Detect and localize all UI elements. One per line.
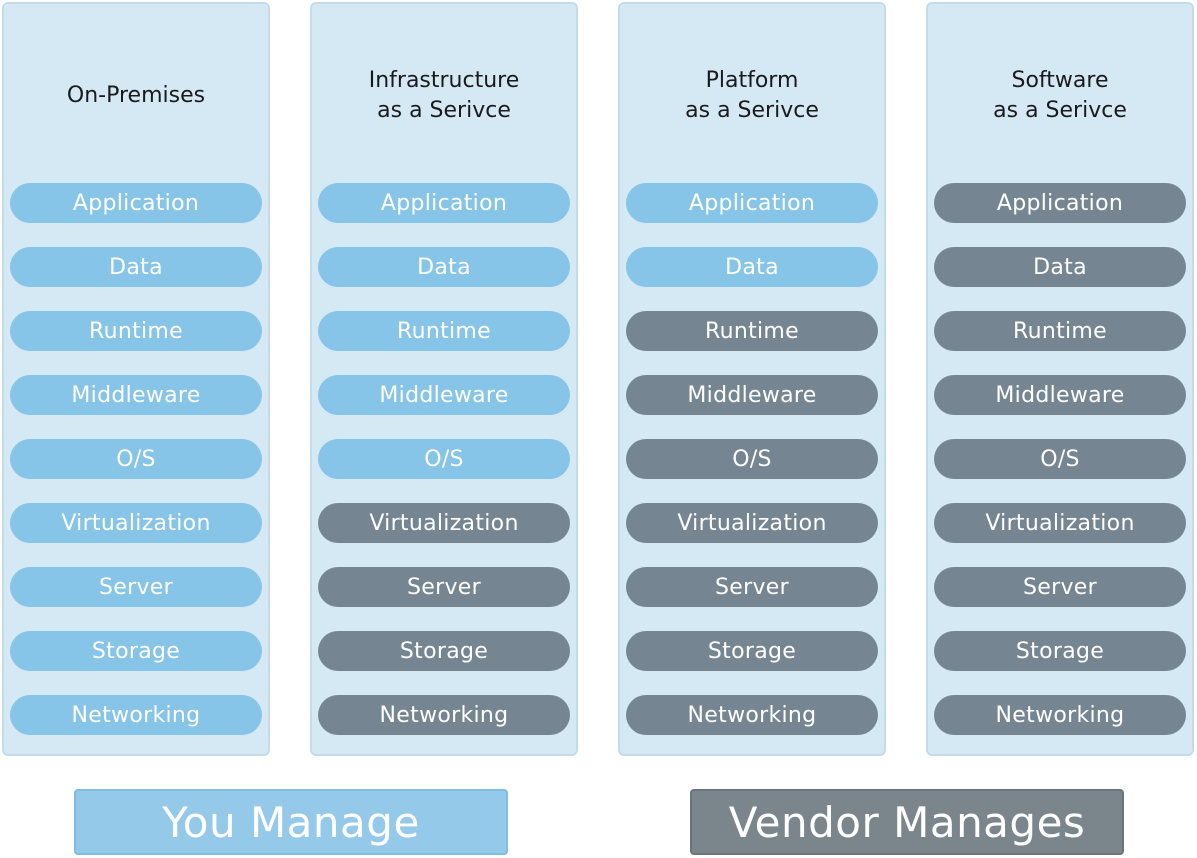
legend-you-manage-label: You Manage	[162, 797, 420, 847]
layer-application: Application	[626, 183, 878, 223]
layer-middleware: Middleware	[934, 375, 1186, 415]
legend-vendor-manages: Vendor Manages	[690, 789, 1124, 855]
legend-vendor-manages-label: Vendor Manages	[728, 797, 1086, 847]
layer-data: Data	[10, 247, 262, 287]
layer-server: Server	[626, 567, 878, 607]
layer-application: Application	[934, 183, 1186, 223]
layer-networking: Networking	[934, 695, 1186, 735]
layer-o-s: O/S	[626, 439, 878, 479]
column-title: On-Premises	[4, 64, 268, 128]
column-title-line: On-Premises	[66, 83, 206, 108]
layer-o-s: O/S	[934, 439, 1186, 479]
layer-middleware: Middleware	[10, 375, 262, 415]
layer-runtime: Runtime	[934, 311, 1186, 351]
layer-networking: Networking	[318, 695, 570, 735]
column-title-line: as a Serivce	[377, 98, 511, 123]
column-title: Software as a Serivce	[928, 64, 1192, 128]
column-title: Platform as a Serivce	[620, 64, 884, 128]
layer-data: Data	[626, 247, 878, 287]
layer-application: Application	[318, 183, 570, 223]
layer-networking: Networking	[10, 695, 262, 735]
layer-virtualization: Virtualization	[318, 503, 570, 543]
column-title-line: as a Serivce	[685, 98, 819, 123]
layer-virtualization: Virtualization	[626, 503, 878, 543]
legend-you-manage: You Manage	[74, 789, 508, 855]
layer-server: Server	[934, 567, 1186, 607]
layer-virtualization: Virtualization	[934, 503, 1186, 543]
layer-runtime: Runtime	[318, 311, 570, 351]
layer-storage: Storage	[10, 631, 262, 671]
layer-runtime: Runtime	[626, 311, 878, 351]
layer-storage: Storage	[318, 631, 570, 671]
layer-data: Data	[318, 247, 570, 287]
layer-networking: Networking	[626, 695, 878, 735]
layer-storage: Storage	[626, 631, 878, 671]
layer-o-s: O/S	[10, 439, 262, 479]
column-title-line: Software	[1011, 68, 1109, 93]
layer-virtualization: Virtualization	[10, 503, 262, 543]
layer-server: Server	[10, 567, 262, 607]
column-title-line: Infrastructure	[368, 68, 520, 93]
column-title-line: as a Serivce	[993, 98, 1127, 123]
layer-server: Server	[318, 567, 570, 607]
layer-runtime: Runtime	[10, 311, 262, 351]
layer-middleware: Middleware	[318, 375, 570, 415]
layer-data: Data	[934, 247, 1186, 287]
layer-middleware: Middleware	[626, 375, 878, 415]
layer-storage: Storage	[934, 631, 1186, 671]
column-title: Infrastructure as a Serivce	[312, 64, 576, 128]
layer-o-s: O/S	[318, 439, 570, 479]
column-title-line: Platform	[705, 68, 799, 93]
layer-application: Application	[10, 183, 262, 223]
